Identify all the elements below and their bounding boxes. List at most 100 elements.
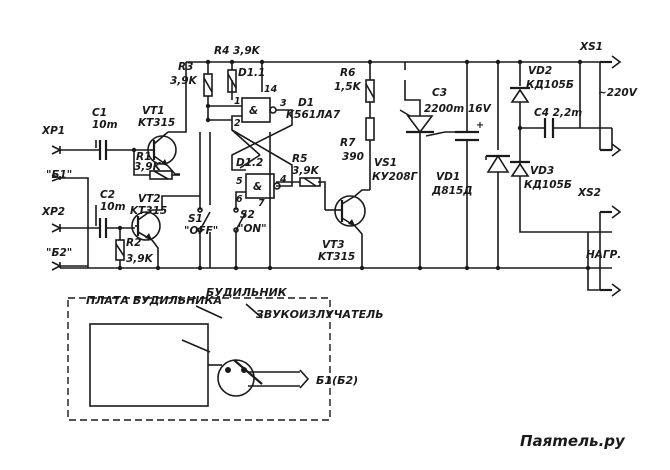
label-s2: S2 bbox=[240, 209, 255, 221]
resistor-r5 bbox=[299, 177, 321, 187]
transistor-vt1 bbox=[147, 131, 177, 167]
label-d1: D1 bbox=[298, 97, 314, 109]
label-r3-val: 3,9K bbox=[170, 75, 198, 87]
label-vt3-type: KT315 bbox=[318, 251, 355, 263]
label-r7: R7 bbox=[340, 137, 356, 149]
resistor-r6 bbox=[365, 79, 375, 103]
label-vd3: VD3 bbox=[530, 165, 554, 177]
label-r2-val: 3,9K bbox=[126, 253, 154, 265]
label-xs1: XS1 bbox=[579, 41, 603, 53]
label-d1-type: K561ЛA7 bbox=[286, 109, 341, 121]
label-vt1-type: KT315 bbox=[138, 117, 175, 129]
label-vd3-type: КД105Б bbox=[524, 179, 572, 191]
label-r1: R1 bbox=[136, 151, 151, 163]
transistor-vt3 bbox=[334, 195, 366, 227]
diode-vd2 bbox=[510, 86, 530, 103]
label-buzzer: ЗВУКОИЗЛУЧАТЕЛЬ bbox=[256, 308, 384, 321]
svg-text:&: & bbox=[249, 105, 258, 117]
resistor-r1 bbox=[149, 170, 173, 180]
pin-14: 14 bbox=[264, 84, 278, 95]
label-vd2-type: КД105Б bbox=[526, 79, 574, 91]
label-r5: R5 bbox=[292, 153, 307, 165]
pin-2: 2 bbox=[234, 118, 241, 129]
label-vt1: VT1 bbox=[142, 105, 165, 117]
buzzer-circle bbox=[217, 359, 255, 397]
label-load: НАГР. bbox=[586, 249, 621, 261]
pin-6: 6 bbox=[236, 194, 243, 205]
label-s2-txt: "ON" bbox=[238, 223, 267, 235]
label-plug: Б1(Б2) bbox=[316, 374, 358, 387]
pin-7: 7 bbox=[258, 198, 265, 209]
label-c1-val: 10m bbox=[92, 119, 118, 131]
capacitor-c3: + bbox=[455, 108, 484, 142]
connector-xp2 bbox=[51, 223, 62, 271]
pin-1: 1 bbox=[234, 96, 241, 107]
label-c3: C3 bbox=[432, 87, 447, 99]
resistor-r7 bbox=[365, 117, 375, 141]
pin-3: 3 bbox=[280, 98, 287, 109]
svg-text:&: & bbox=[253, 181, 262, 193]
label-vd2: VD2 bbox=[528, 65, 552, 77]
alarm-board-box bbox=[89, 323, 209, 407]
label-c2-val: 10m bbox=[100, 201, 126, 213]
labels: XP1 "Б1" XP2 "Б2" C1 10m C2 10m VT1 KT31… bbox=[41, 41, 638, 450]
label-c2: C2 bbox=[100, 189, 115, 201]
label-vs1: VS1 bbox=[374, 157, 397, 169]
capacitor-c2 bbox=[94, 218, 112, 238]
logic-gate-d1-2: & bbox=[245, 173, 281, 199]
label-c3-val: 2200m bbox=[424, 103, 464, 115]
watermark: Паяmель.ру bbox=[520, 432, 626, 450]
thyristor-vs1 bbox=[399, 109, 446, 148]
label-alarm-clock: БУДИЛЬНИК bbox=[206, 286, 288, 299]
junction-dots bbox=[117, 59, 591, 271]
pin-4: 4 bbox=[279, 174, 287, 185]
wires bbox=[60, 61, 613, 269]
label-r3: R3 bbox=[178, 61, 193, 73]
label-r6: R6 bbox=[340, 67, 355, 79]
label-d1-1: D1.1 bbox=[238, 67, 265, 79]
label-b1: "Б1" bbox=[46, 169, 72, 181]
label-xs2: XS2 bbox=[577, 187, 601, 199]
label-vt2: VT2 bbox=[138, 193, 161, 205]
label-vs1-type: КУ208Г bbox=[372, 171, 419, 183]
label-r1-val: 3,9K bbox=[134, 161, 162, 173]
capacitor-c4 bbox=[543, 118, 555, 138]
label-c3-v: 16V bbox=[468, 103, 492, 115]
diode-vd3 bbox=[510, 160, 530, 184]
label-xp1: XP1 bbox=[41, 125, 65, 137]
label-c4: C4 2,2m bbox=[534, 107, 582, 119]
label-r4: R4 3,9K bbox=[214, 45, 261, 57]
label-r6-val: 1,5K bbox=[334, 81, 362, 93]
label-vd1: VD1 bbox=[436, 171, 460, 183]
label-vt3: VT3 bbox=[322, 239, 345, 251]
label-vt2-type: KT315 bbox=[130, 205, 167, 217]
resistor-r2 bbox=[115, 239, 125, 261]
label-s1-txt: "OFF" bbox=[184, 225, 218, 237]
label-mains: ~220V bbox=[598, 87, 638, 99]
capacitor-c1 bbox=[94, 140, 112, 160]
zener-diode-vd1 bbox=[485, 154, 510, 173]
label-r7-val: 390 bbox=[342, 151, 364, 163]
label-d1-2: D1.2 bbox=[236, 157, 263, 169]
transistor-vt2 bbox=[131, 209, 161, 241]
label-s1: S1 bbox=[188, 213, 203, 225]
label-alarm-board: ПЛАТА БУДИЛЬНИКА bbox=[86, 294, 222, 307]
label-r2: R2 bbox=[126, 237, 141, 249]
resistor-r3 bbox=[203, 73, 213, 97]
alarm-clock-inset bbox=[67, 297, 331, 421]
label-vd1-type: Д815Д bbox=[431, 185, 473, 197]
resistor-r4 bbox=[227, 69, 237, 93]
pin-5: 5 bbox=[236, 176, 243, 187]
svg-text:+: + bbox=[476, 120, 484, 131]
switch-s2 bbox=[233, 207, 247, 233]
switch-s1 bbox=[197, 207, 211, 233]
label-r5-val: 3,9K bbox=[292, 165, 320, 177]
label-b2: "Б2" bbox=[46, 247, 72, 259]
xp1-ground-wire bbox=[60, 177, 89, 205]
label-xp2: XP2 bbox=[41, 206, 65, 218]
logic-gate-d1-1: & bbox=[241, 97, 277, 123]
socket-xs1 bbox=[599, 55, 622, 157]
label-c1: C1 bbox=[92, 107, 107, 119]
socket-xs2 bbox=[587, 205, 622, 297]
